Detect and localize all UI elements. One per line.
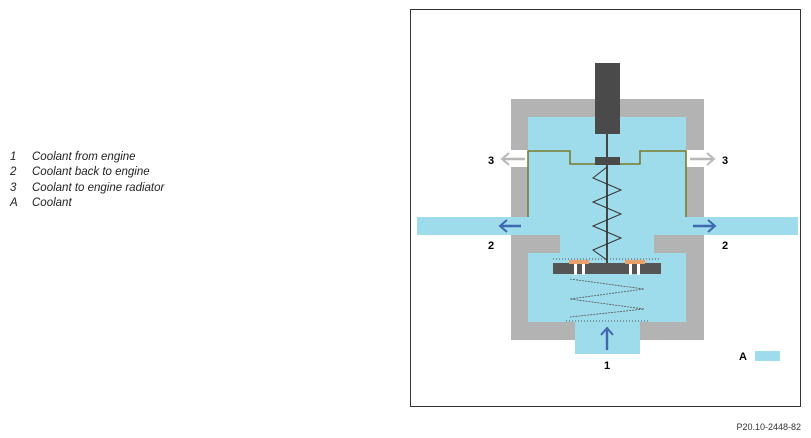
wax-element-left [569, 260, 589, 264]
legend-label: Coolant to engine radiator [32, 181, 165, 194]
wax-gap [629, 264, 632, 275]
legend-key: 2 [10, 166, 17, 179]
wax-gap [574, 264, 577, 275]
legend-key: 3 [10, 181, 17, 194]
wax-gap [582, 264, 585, 275]
actuator-rod [595, 63, 620, 134]
key-swatch-coolant [755, 351, 780, 361]
partition-left [528, 235, 560, 253]
legend-item: A Coolant [10, 196, 164, 211]
partition-right [654, 235, 686, 253]
legend: 1 Coolant from engine 2 Coolant back to … [10, 150, 164, 211]
valve-plate [595, 157, 620, 165]
main-spring [591, 166, 623, 261]
legend-item: 2 Coolant back to engine [10, 165, 164, 180]
key-label: A [739, 351, 747, 363]
bypass-pipe-left [417, 217, 529, 235]
label-bypass-left: 2 [488, 240, 494, 252]
wax-gap [637, 264, 640, 275]
figure-reference: P20.10-2448-82 [736, 422, 801, 432]
diagram-frame [410, 9, 801, 407]
legend-label: Coolant back to engine [32, 166, 150, 179]
bypass-pipe-right [686, 217, 798, 235]
legend-item: 1 Coolant from engine [10, 150, 164, 165]
bypass-spring [569, 278, 645, 318]
inlet-arrowhead [600, 326, 614, 336]
radiator-arrowhead-right [706, 152, 716, 166]
label-radiator-left: 3 [488, 155, 494, 167]
legend-item: 3 Coolant to engine radiator [10, 181, 164, 196]
legend-key: A [10, 196, 18, 209]
wax-element-right [625, 260, 645, 264]
label-inlet: 1 [604, 360, 610, 372]
legend-label: Coolant [32, 196, 72, 209]
bypass-arrowhead-left [498, 219, 508, 233]
radiator-arrowhead-left [500, 152, 510, 166]
label-bypass-right: 2 [722, 240, 728, 252]
legend-label: Coolant from engine [32, 151, 136, 163]
bypass-arrowhead-right [707, 219, 717, 233]
label-radiator-right: 3 [722, 155, 728, 167]
wax-element-base [553, 263, 661, 274]
legend-key: 1 [10, 151, 17, 163]
